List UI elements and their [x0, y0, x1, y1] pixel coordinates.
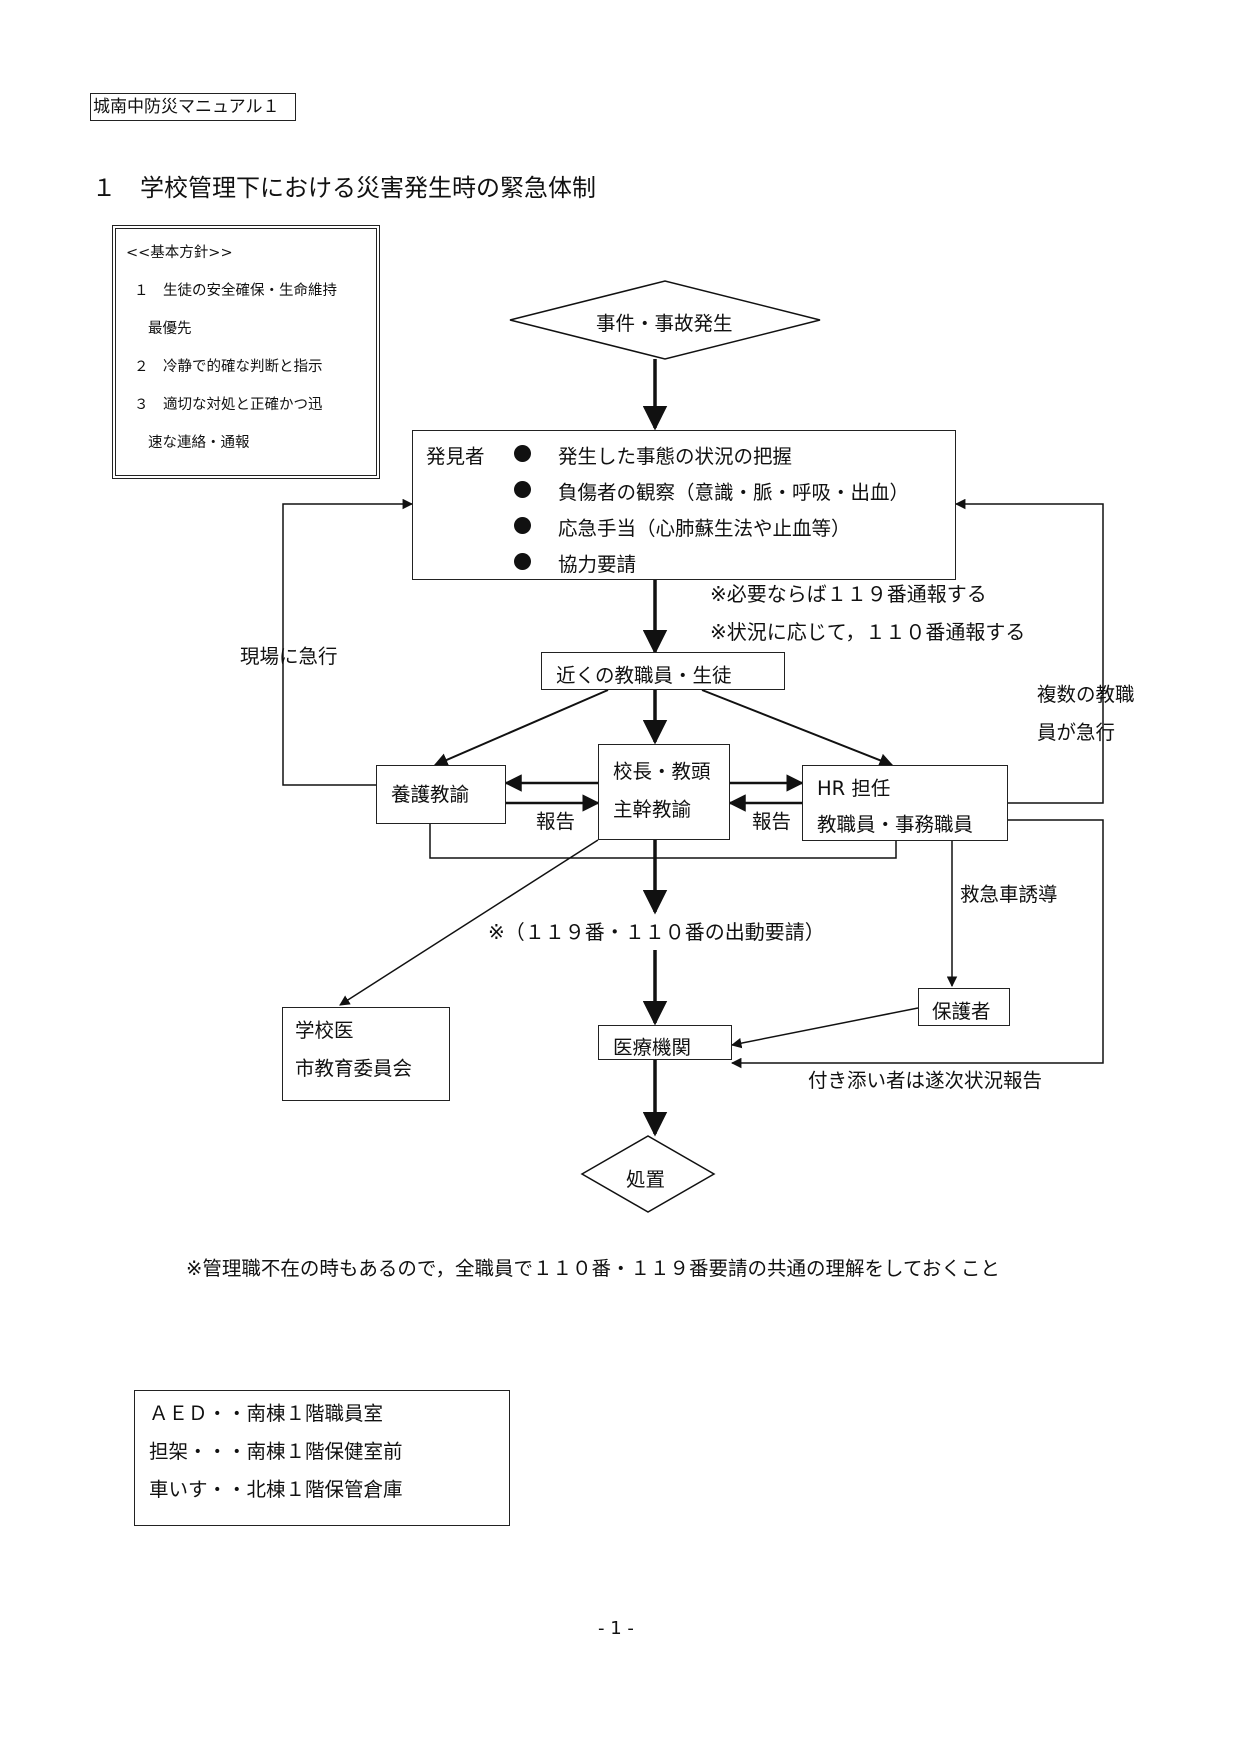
- nearby-staff-box: 近くの教職員・生徒: [541, 652, 785, 690]
- guardian-box: 保護者: [918, 988, 1010, 1026]
- rush-left-label: 現場に急行: [240, 645, 338, 668]
- ambulance-label: 救急車誘導: [960, 883, 1058, 906]
- finder-box: 発見者 発生した事態の状況の把握 負傷者の観察（意識・脈・呼吸・出血） 応急手当…: [412, 430, 956, 580]
- policy-line: ３ 適切な対処と正確かつ迅: [134, 397, 323, 413]
- equipment-box: ＡＥＤ・・南棟１階職員室 担架・・・南棟１階保健室前 車いす・・北棟１階保管倉庫: [134, 1390, 510, 1526]
- policy-heading: <<基本方針>>: [126, 245, 233, 261]
- rush-right-label: 員が急行: [1037, 721, 1116, 744]
- bullet-icon: [514, 445, 531, 462]
- nurse-box: 養護教諭: [376, 765, 506, 824]
- report-label: 報告: [536, 810, 576, 833]
- report-label: 報告: [752, 810, 792, 833]
- bullet-icon: [514, 553, 531, 570]
- rush-right-label: 複数の教職: [1037, 683, 1135, 706]
- finder-label: 発見者: [426, 445, 485, 468]
- start-diamond: [509, 280, 821, 360]
- manual-tag: 城南中防災マニュアル１: [90, 93, 296, 121]
- page-number: - 1 -: [598, 1618, 634, 1639]
- footnote: ※管理職不在の時もあるので，全職員で１１０番・１１９番要請の共通の理解をしておく…: [186, 1257, 1000, 1280]
- principal-box: 校長・教頭 主幹教諭: [598, 744, 730, 840]
- principal-label: 主幹教諭: [613, 798, 692, 821]
- school-doctor-box: 学校医 市教育委員会: [282, 1007, 450, 1101]
- policy-line: 最優先: [148, 321, 192, 337]
- note-110: ※状況に応じて，１１０番通報する: [710, 620, 1026, 644]
- policy-line: １ 生徒の安全確保・生命維持: [134, 283, 337, 299]
- bullet-icon: [514, 517, 531, 534]
- attendant-report-line: [730, 819, 1104, 1069]
- right-loop: [954, 498, 1104, 804]
- start-label: 事件・事故発生: [596, 312, 733, 335]
- end-diamond: [580, 1135, 716, 1213]
- principal-label: 校長・教頭: [613, 760, 711, 783]
- guardian-label: 保護者: [932, 1000, 991, 1023]
- arrow-guardian-to-medical: [730, 1007, 919, 1049]
- policy-line: 速な連絡・通報: [148, 435, 250, 451]
- equipment-item: 車いす・・北棟１階保管倉庫: [149, 1478, 403, 1501]
- arrow-nearby-to-nurse: [433, 689, 609, 767]
- bullet-icon: [514, 481, 531, 498]
- nearby-label: 近くの教職員・生徒: [556, 664, 732, 687]
- hr-label: 教職員・事務職員: [817, 813, 974, 836]
- note-119: ※必要ならば１１９番通報する: [710, 582, 987, 606]
- left-loop: [282, 498, 414, 786]
- hr-label: HR 担任: [817, 777, 891, 800]
- medical-box: 医療機関: [598, 1025, 732, 1060]
- equipment-item: 担架・・・南棟１階保健室前: [149, 1440, 403, 1463]
- finder-item: 負傷者の観察（意識・脈・呼吸・出血）: [558, 481, 910, 504]
- equipment-item: ＡＥＤ・・南棟１階職員室: [149, 1402, 384, 1425]
- attendant-note: 付き添い者は遂次状況報告: [808, 1069, 1043, 1092]
- nurse-label: 養護教諭: [391, 783, 470, 806]
- dispatch-note: ※（１１９番・１１０番の出動要請）: [488, 920, 825, 944]
- finder-item: 応急手当（心肺蘇生法や止血等）: [558, 517, 851, 540]
- policy-line: ２ 冷静で的確な判断と指示: [134, 359, 323, 375]
- arrow-to-school-doctor: [339, 839, 599, 1006]
- board-label: 市教育委員会: [295, 1057, 413, 1080]
- nurse-hr-link: [429, 824, 897, 859]
- finder-item: 発生した事態の状況の把握: [558, 445, 793, 468]
- school-doctor-label: 学校医: [295, 1019, 354, 1042]
- hr-box: HR 担任 教職員・事務職員: [802, 765, 1008, 841]
- arrow-nearby-to-hr: [701, 689, 894, 767]
- basic-policy-box: <<基本方針>> １ 生徒の安全確保・生命維持 最優先 ２ 冷静で的確な判断と指…: [112, 225, 380, 479]
- end-label: 処置: [626, 1168, 666, 1191]
- medical-label: 医療機関: [613, 1036, 692, 1059]
- finder-item: 協力要請: [558, 553, 637, 576]
- page-title: １ 学校管理下における災害発生時の緊急体制: [92, 174, 596, 202]
